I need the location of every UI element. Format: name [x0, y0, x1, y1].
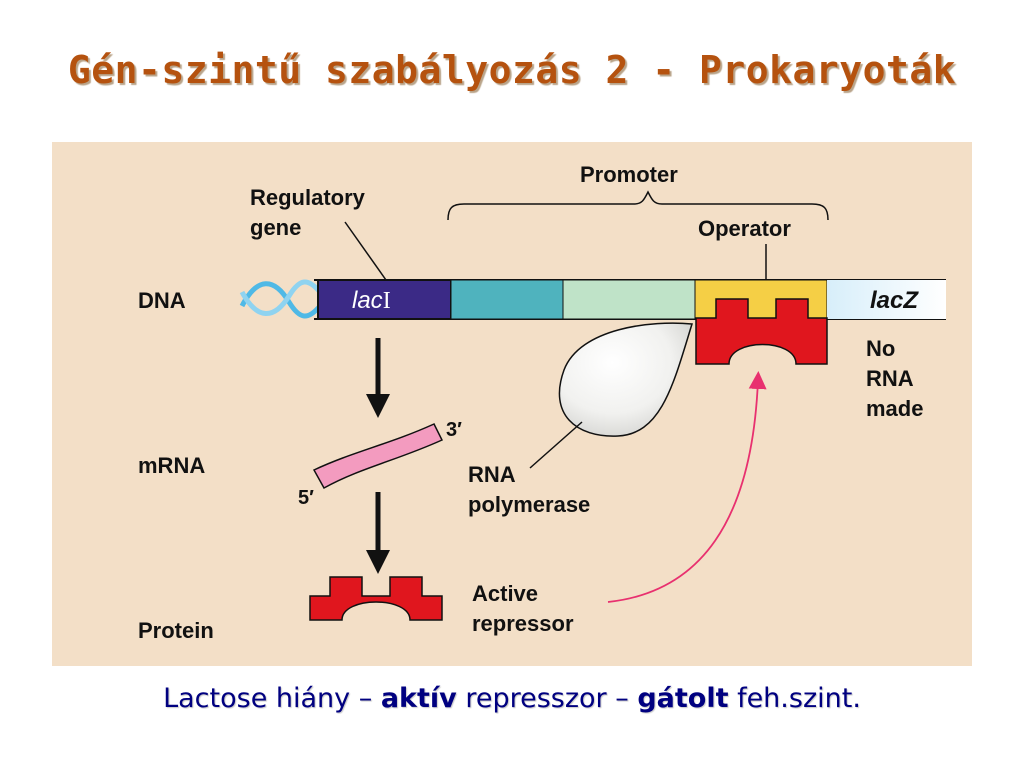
rna-polymerase-label-line2: polymerase — [468, 492, 590, 517]
mrna-strand — [312, 423, 444, 490]
promoter-mint-segment — [562, 279, 696, 320]
promoter-teal-segment — [450, 279, 564, 320]
no-rna-label-line2: RNA — [866, 366, 914, 391]
arrow-down-icon — [366, 492, 390, 574]
diagram-panel: DNA mRNA Protein Regulatory gene Promote… — [52, 142, 972, 666]
lacz-label: lacZ — [870, 287, 919, 314]
mrna-label: mRNA — [138, 453, 205, 478]
promoter-label: Promoter — [580, 162, 678, 187]
active-repressor-label-line2: repressor — [472, 611, 574, 636]
caption-part-5: feh.szint. — [728, 683, 861, 714]
repressor-binding-arrow — [607, 371, 767, 603]
regulatory-gene-label-line1: Regulatory — [250, 185, 366, 210]
rna-polymerase-shape — [558, 322, 693, 437]
three-prime-label: 3′ — [446, 419, 462, 441]
caption-part-3: represszor – — [456, 683, 638, 714]
no-rna-label-line3: made — [866, 396, 923, 421]
regulatory-gene-pointer — [344, 221, 387, 281]
rna-polymerase-label-line1: RNA — [468, 462, 516, 487]
laci-label: lacI — [352, 287, 391, 314]
active-repressor-shape — [309, 576, 443, 621]
rna-polymerase-pointer — [529, 421, 583, 469]
slide-caption: Lactose hiány – aktív represszor – gátol… — [0, 683, 1024, 714]
active-repressor-label-line1: Active — [472, 581, 538, 606]
protein-label: Protein — [138, 618, 214, 643]
dna-label: DNA — [138, 288, 186, 313]
slide-title: Gén-szintű szabályozás 2 - Prokaryoták — [67, 48, 957, 92]
caption-part-1: Lactose hiány – — [163, 683, 381, 714]
lacz-segment — [827, 280, 946, 319]
caption-part-2: aktív — [380, 683, 457, 714]
promoter-brace — [447, 190, 829, 221]
five-prime-label: 5′ — [298, 487, 314, 509]
no-rna-label-line1: No — [866, 336, 895, 361]
regulatory-gene-label-line2: gene — [250, 215, 301, 240]
arrow-down-icon — [366, 338, 390, 418]
bound-repressor — [695, 298, 828, 365]
operator-label: Operator — [698, 216, 791, 241]
lac-operon-diagram: DNA mRNA Protein Regulatory gene Promote… — [138, 162, 946, 643]
laci-segment — [317, 279, 452, 320]
caption-part-4: gátolt — [637, 683, 729, 714]
dna-helix-icon — [239, 279, 322, 319]
